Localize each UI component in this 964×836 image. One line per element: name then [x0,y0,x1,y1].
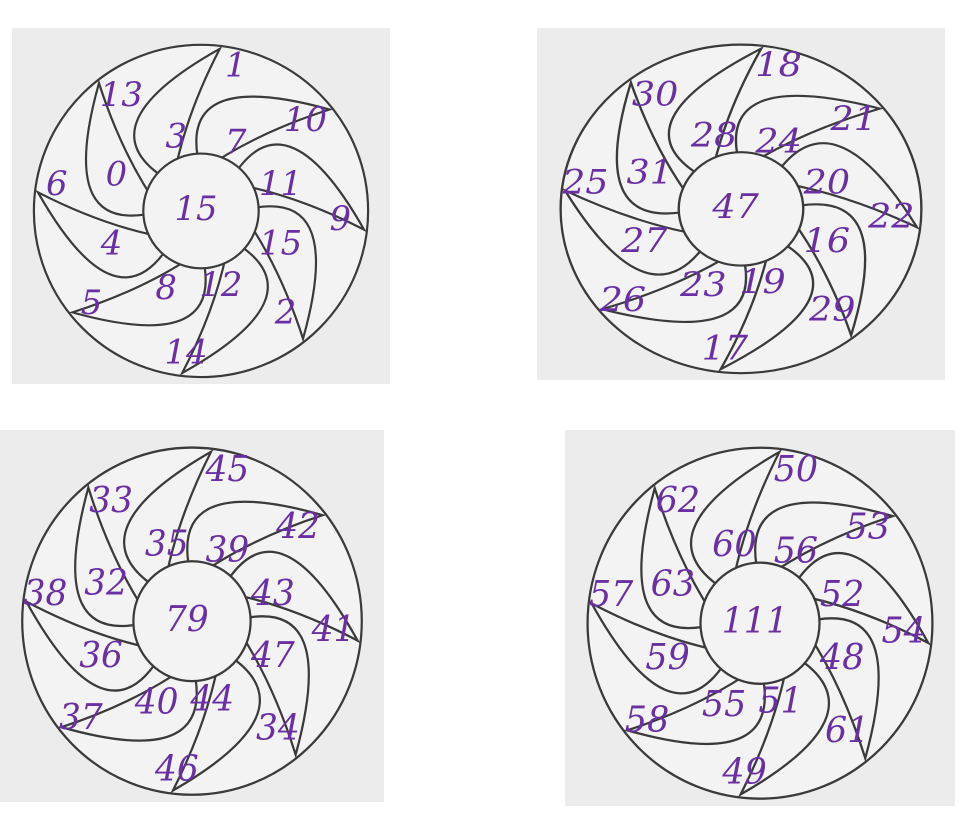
region-number: 22 [867,198,914,236]
knot-svg: 50 62 60 56 53 57 63 52 111 54 59 48 55 51 58 61 49 [565,430,955,806]
region-number: 57 [589,574,634,615]
region-number: 50 [774,449,818,490]
region-number: 15 [175,189,218,228]
region-number: 45 [205,450,250,490]
region-number: 32 [84,563,128,603]
region-number: 7 [225,123,247,162]
region-number: 21 [829,100,876,138]
region-number: 28 [690,117,737,155]
region-number: 39 [206,530,250,570]
region-number: 17 [702,330,749,368]
region-number: 2 [274,293,297,332]
region-number: 36 [79,636,123,676]
region-number: 56 [774,530,818,571]
region-number: 63 [651,563,695,604]
region-number: 46 [154,749,199,789]
region-number: 34 [256,708,300,748]
region-number: 15 [259,224,302,263]
region-number: 79 [165,599,209,639]
region-number: 8 [155,268,177,307]
region-number: 1 [225,46,247,85]
region-number: 31 [627,154,673,192]
region-number: 40 [134,682,179,722]
region-number: 54 [881,610,925,651]
region-number: 51 [758,680,802,721]
region-number: 19 [739,264,785,302]
region-number: 29 [808,291,855,329]
knot-diagram-2: 18 30 28 24 21 25 31 20 47 22 27 16 23 19 26 29 17 [537,28,945,380]
region-number: 10 [284,100,327,139]
region-number: 9 [330,199,352,238]
region-number: 44 [189,679,234,719]
region-number: 23 [679,267,726,305]
region-number: 20 [803,164,850,202]
region-number: 55 [702,684,746,725]
region-number: 47 [711,188,759,226]
region-number: 47 [250,636,296,676]
region-number: 62 [656,480,700,521]
region-number: 30 [632,76,678,114]
region-number: 16 [804,223,850,261]
region-number: 6 [46,164,68,203]
region-number: 25 [561,164,608,202]
region-number: 18 [755,47,801,85]
region-number: 53 [846,506,890,547]
region-number: 41 [311,610,356,650]
region-number: 11 [259,164,302,203]
region-number: 37 [59,698,104,738]
region-number: 61 [825,710,869,751]
region-number: 26 [599,281,646,319]
region-number: 24 [754,123,801,161]
knot-svg: 18 30 28 24 21 25 31 20 47 22 27 16 23 19 26 29 17 [537,28,945,380]
region-number: 60 [712,524,756,565]
region-number: 3 [165,117,187,156]
region-number: 13 [100,75,143,114]
region-number: 35 [145,524,189,564]
region-number: 111 [722,600,789,641]
region-number: 38 [24,574,68,614]
region-number: 59 [645,637,689,678]
region-number: 0 [106,154,128,193]
knot-diagram-4: 50 62 60 56 53 57 63 52 111 54 59 48 55 51 58 61 49 [565,430,955,806]
region-number: 4 [100,224,123,263]
region-number: 43 [250,574,295,614]
region-number: 14 [165,332,208,371]
region-number: 33 [89,481,133,521]
region-number: 12 [199,265,242,304]
region-number: 5 [81,283,103,322]
region-number: 27 [620,223,668,261]
region-number: 42 [275,506,320,546]
region-number: 58 [625,699,669,740]
region-number: 48 [819,637,864,678]
region-number: 49 [721,751,766,792]
region-number: 52 [820,574,864,615]
